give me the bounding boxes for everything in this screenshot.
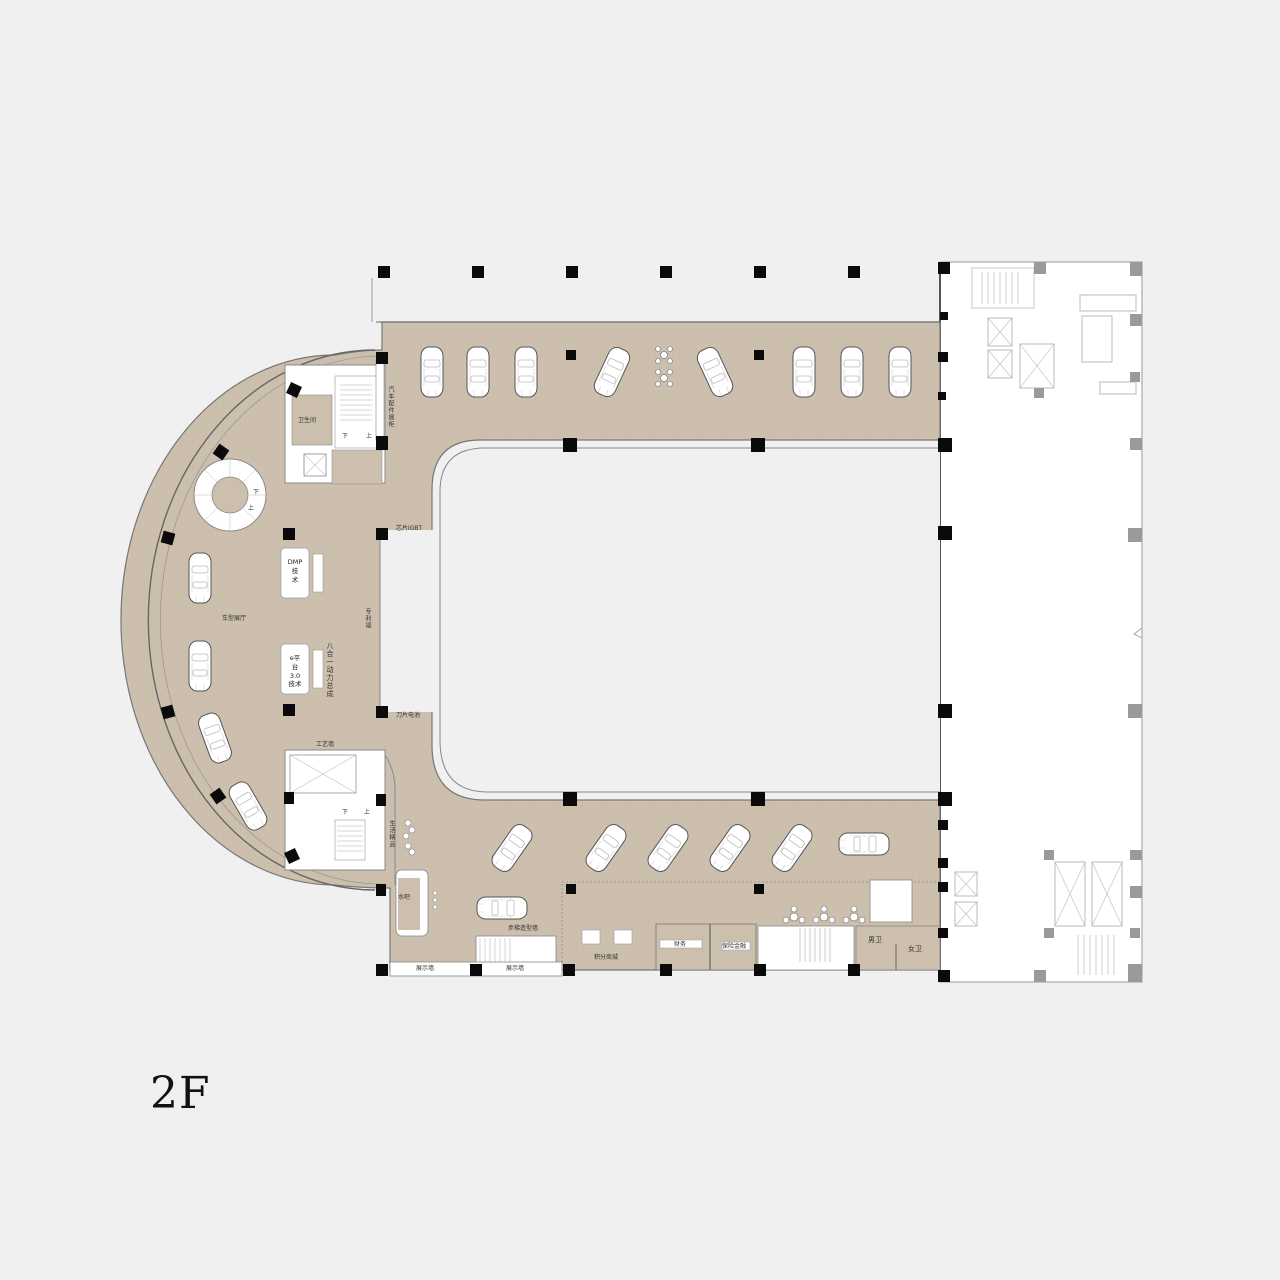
label-restroom-small: 卫生间: [298, 417, 317, 424]
label-points-mall: 积分商城: [594, 954, 619, 961]
parts-cabinet: [375, 359, 385, 441]
label-stepped-display-wall: 步梯造型墙: [508, 925, 539, 932]
label-stair-up-sw: 上: [364, 809, 371, 816]
floor-level-label: 2F: [150, 1068, 211, 1119]
bottom-rooms: [389, 869, 941, 977]
label-spiral-down: 下: [253, 489, 260, 496]
label-finance: 财务: [674, 941, 687, 948]
label-lifestyle-goods: 生活精品: [388, 820, 395, 848]
label-chip-igbt: 芯片IGBT: [396, 525, 423, 532]
label-eight-in-one: 八合一动力总成: [326, 642, 334, 698]
columns: [160, 262, 952, 982]
label-women-wc: 女卫: [908, 945, 922, 953]
sw-service-core: [284, 749, 396, 885]
label-men-wc: 男卫: [868, 936, 882, 944]
label-e-platform-tech: e平 台 3.0 技术: [288, 654, 302, 689]
label-stair-up-nw: 上: [366, 433, 373, 440]
label-showroom: 车型展厅: [222, 615, 247, 622]
label-spiral-up: 上: [248, 505, 255, 512]
right-core-block: [939, 261, 1143, 983]
nw-service-core: [284, 364, 386, 485]
e-platform-island: [280, 643, 310, 695]
label-dmp-tech: DMP 技 术: [287, 558, 303, 584]
label-patent-wall: 专利墙: [364, 608, 371, 629]
label-display-wall-1: 展示墙: [416, 965, 435, 972]
label-stair-down-nw: 下: [342, 433, 349, 440]
label-water-bar: 水吧: [398, 894, 411, 901]
label-blade-battery: 刀片电池: [396, 712, 421, 719]
label-insurance-finance: 保险金融: [722, 943, 747, 950]
label-display-wall-2: 展示墙: [506, 965, 525, 972]
label-parts-cabinet: 汽车配件展柜: [387, 386, 394, 428]
dmp-tech-island: [280, 547, 310, 599]
label-stair-down-sw: 下: [342, 809, 349, 816]
label-craft-wall: 工艺墙: [316, 741, 335, 748]
spiral-staircase: [193, 458, 267, 532]
